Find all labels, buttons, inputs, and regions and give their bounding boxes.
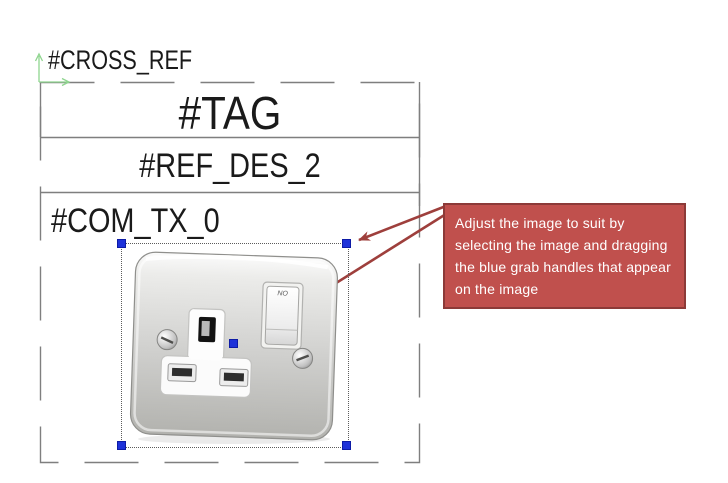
callout-line: selecting the image and dragging (455, 237, 668, 253)
live-slot (167, 363, 197, 383)
com-tx-placeholder-text[interactable]: #COM_TX_0 (51, 202, 220, 240)
screw-right-icon (292, 347, 314, 369)
cross-ref-placeholder-text[interactable]: #CROSS_REF (48, 45, 193, 75)
grab-handle-center[interactable] (229, 339, 238, 348)
ref-des-placeholder-text[interactable]: #REF_DES_2 (139, 147, 321, 185)
callout-line: on the image (455, 281, 539, 297)
instruction-callout: Adjust the image to suit by selecting th… (443, 203, 686, 309)
callout-line: Adjust the image to suit by (455, 215, 625, 231)
socket-plate-highlight (145, 254, 329, 270)
switch-on-label: ON (277, 288, 289, 295)
annotation-arrow-to-corner-handle (358, 204, 447, 242)
screw-left-icon (156, 329, 178, 351)
grab-handle-top-left[interactable] (117, 239, 126, 248)
neutral-slot (219, 368, 249, 387)
grab-handle-top-right[interactable] (342, 239, 351, 248)
rocker-switch: ON (260, 281, 304, 350)
tag-placeholder-text[interactable]: #TAG (178, 87, 282, 139)
grab-handle-bottom-right[interactable] (342, 441, 351, 450)
earth-slot-contact (201, 320, 210, 337)
socket-insert (159, 307, 252, 398)
grab-handle-bottom-left[interactable] (117, 441, 126, 450)
image-selection-outline[interactable] (121, 243, 349, 448)
callout-line: the blue grab handles that appear (455, 259, 671, 275)
